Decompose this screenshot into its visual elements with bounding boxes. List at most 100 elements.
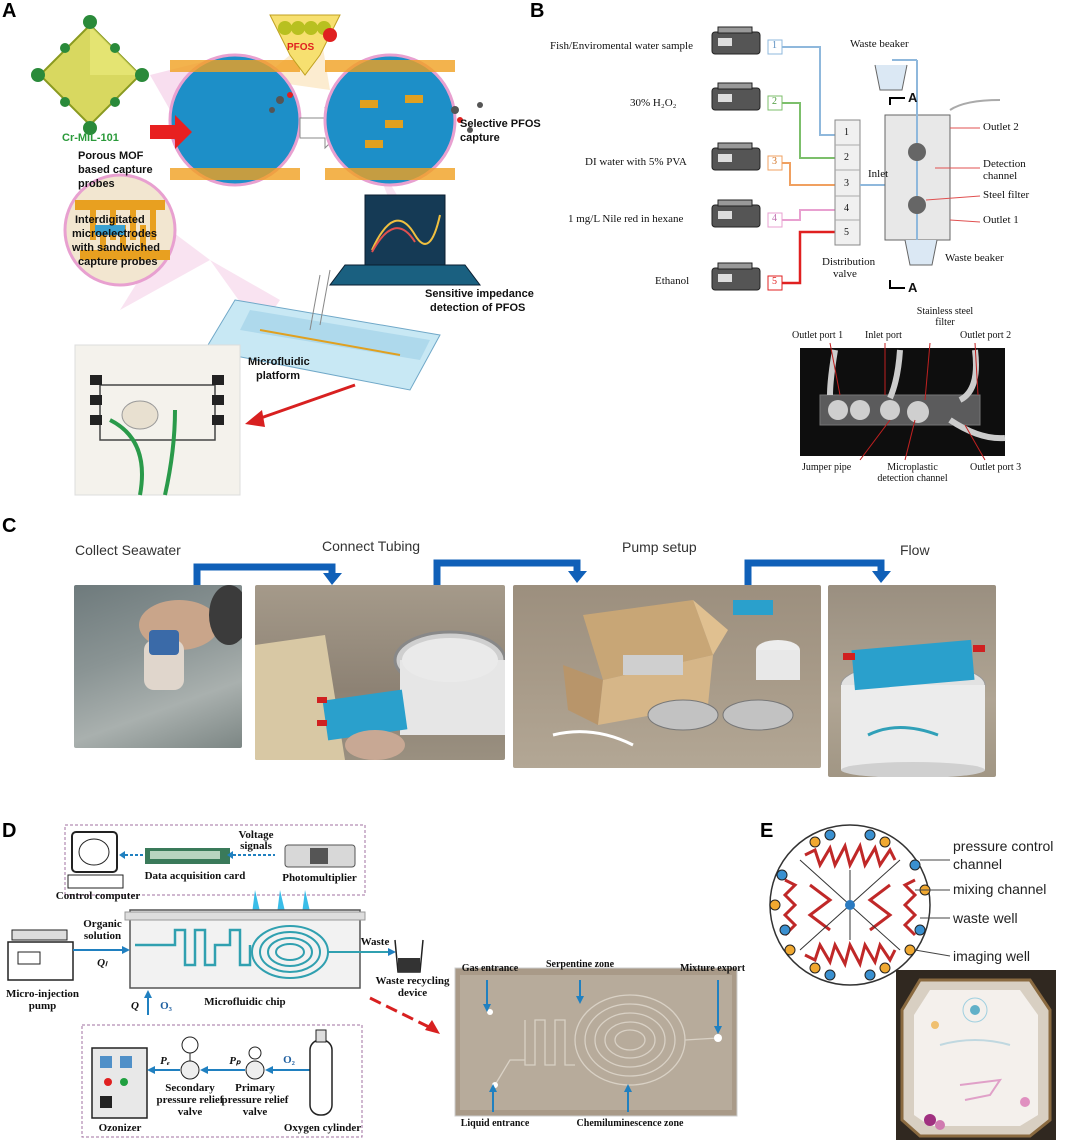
oxygen-cylinder-label: Oxygen cylinder	[283, 1122, 362, 1134]
secondary-line3: valve	[177, 1106, 203, 1118]
panel-a: A	[0, 0, 541, 500]
ozonizer-label: Ozonizer	[98, 1122, 142, 1134]
control-computer-label: Control computer	[55, 890, 141, 902]
chip-photo-gas-entrance: Gas entrance	[461, 963, 519, 974]
microfluidic-line2: platform	[256, 370, 300, 382]
panel-d: D	[0, 820, 760, 1143]
qg-label: Q	[131, 1000, 139, 1012]
valve-number-3: 3	[844, 178, 849, 189]
chip-photo-serpentine-zone: Serpentine zone	[545, 959, 615, 970]
interdigitated-line3: with sandwiched	[72, 242, 161, 254]
panel-c: C Collect Seawater Connect Tubing Pump s…	[0, 515, 1072, 800]
interdigitated-line2: microelectrodes	[72, 228, 157, 240]
primary-line1: Primary	[235, 1082, 275, 1094]
valve-line2: valve	[833, 268, 857, 280]
selective-line2: capture	[460, 132, 500, 144]
chip-photo-chemiluminescence-zone: Chemiluminescence zone	[576, 1118, 684, 1129]
valve-line1: Distribution	[822, 256, 876, 268]
primary-line3: valve	[242, 1106, 268, 1118]
photo-label-outlet-port-3: Outlet port 3	[970, 462, 1022, 473]
sample-2: 30% H₂O₂	[630, 97, 677, 109]
panel-a-label: A	[2, 0, 17, 22]
photo-connect-tubing	[255, 585, 505, 760]
mof-name: Cr-MIL-101	[62, 132, 119, 144]
selective-line1: Selective PFOS	[460, 118, 541, 130]
photo-label-outlet-port-2: Outlet port 2	[960, 330, 1012, 341]
pump-number-5: 5	[772, 276, 777, 287]
waste-device-line2: device	[397, 987, 428, 999]
chip-photo-liquid-entrance: Liquid entrance	[460, 1118, 530, 1129]
valve-number-4: 4	[844, 203, 849, 214]
photo-label-inlet-port: Inlet port	[865, 330, 902, 341]
voltage-line1: Voltage	[238, 829, 274, 841]
pump-line2: pump	[28, 1000, 57, 1012]
panel-b-label: B	[530, 0, 545, 22]
steel-filter-label: Steel filter	[983, 189, 1030, 201]
photo-label-jumper-pipe: Jumper pipe	[802, 462, 852, 473]
daq-label: Data acquisition card	[144, 870, 246, 882]
porous-probe-line2: based capture	[78, 164, 153, 176]
legend-mixing-channel: mixing channel	[953, 881, 1047, 897]
pump-number-3: 3	[772, 156, 777, 167]
photo-pump-setup	[513, 585, 821, 768]
secondary-line1: Secondary	[165, 1082, 215, 1094]
pp-label: Pₚ	[229, 1055, 241, 1067]
photo-collect-seawater	[74, 585, 242, 748]
panel-e: E	[760, 820, 1072, 1143]
o3-label: O₃	[160, 1000, 172, 1012]
syringe-pumps	[711, 26, 761, 291]
sensitive-line2: detection of PFOS	[430, 302, 526, 314]
step-flow: Flow	[900, 542, 930, 558]
pump-number-2: 2	[772, 96, 777, 107]
chip-photo-mixture-export: Mixture export	[679, 963, 746, 974]
panel-c-label: C	[2, 515, 17, 537]
step-arrows	[193, 559, 891, 593]
porous-probe-line1: Porous MOF	[78, 150, 144, 162]
valve-number-5: 5	[844, 227, 849, 238]
step-pump-setup: Pump setup	[622, 539, 697, 555]
panel-b-schematic	[711, 26, 1006, 461]
step-connect-tubing: Connect Tubing	[322, 538, 421, 554]
panel-d-schematic	[7, 824, 738, 1138]
organic-line2: solution	[83, 930, 122, 942]
detection-line2: channel	[983, 170, 1018, 182]
primary-line2: pressure relief	[221, 1094, 289, 1106]
waste-beaker-bottom: Waste beaker	[945, 252, 1004, 264]
panel-d-label: D	[2, 820, 17, 842]
photo-flow	[828, 585, 996, 777]
pfos-label: PFOS	[287, 42, 315, 53]
pump-number-1: 1	[772, 40, 777, 51]
chip-label: Microfluidic chip	[204, 996, 286, 1008]
panel-e-chip-diagram	[769, 824, 1056, 1140]
detection-line1: Detection	[983, 158, 1026, 170]
waste-device-line1: Waste recycling	[375, 975, 450, 987]
outlet1-label: Outlet 1	[983, 214, 1019, 226]
valve-number-2: 2	[844, 152, 849, 163]
sample-5: Ethanol	[655, 275, 690, 287]
section-a-top: A	[908, 90, 918, 105]
voltage-line2: signals	[240, 840, 272, 852]
pmt-label: Photomultiplier	[282, 872, 357, 884]
inlet-label: Inlet	[868, 168, 889, 180]
secondary-line2: pressure relief	[156, 1094, 224, 1106]
photo-label-microplastic-channel: Microplastic detection channel	[877, 462, 948, 484]
pump-number-4: 4	[772, 213, 777, 224]
sample-3: DI water with 5% PVA	[585, 156, 687, 168]
sample-4: 1 mg/L Nile red in hexane	[568, 213, 684, 225]
photo-label-stainless-filter: Stainless steel filter	[916, 306, 974, 328]
sample-1: Fish/Enviromental water sample	[550, 40, 693, 52]
o2-label: O₂	[283, 1054, 295, 1066]
legend-imaging-well: imaging well	[953, 948, 1031, 964]
photo-label-outlet-port-1: Outlet port 1	[792, 330, 844, 341]
ql-label: Qₗ	[97, 957, 107, 969]
pump-line1: Micro-injection	[5, 988, 80, 1000]
porous-probe-line3: probes	[78, 178, 115, 190]
sensitive-line1: Sensitive impedance	[425, 288, 534, 300]
legend-waste-well: waste well	[953, 910, 1018, 926]
panel-e-label: E	[760, 820, 774, 842]
legend-pressure-control-2: channel	[953, 856, 1003, 872]
interdigitated-line1: Interdigitated	[75, 214, 145, 226]
pe-label: Pₑ	[160, 1055, 170, 1067]
panel-a-drawing	[31, 14, 483, 496]
outlet2-label: Outlet 2	[983, 121, 1019, 133]
